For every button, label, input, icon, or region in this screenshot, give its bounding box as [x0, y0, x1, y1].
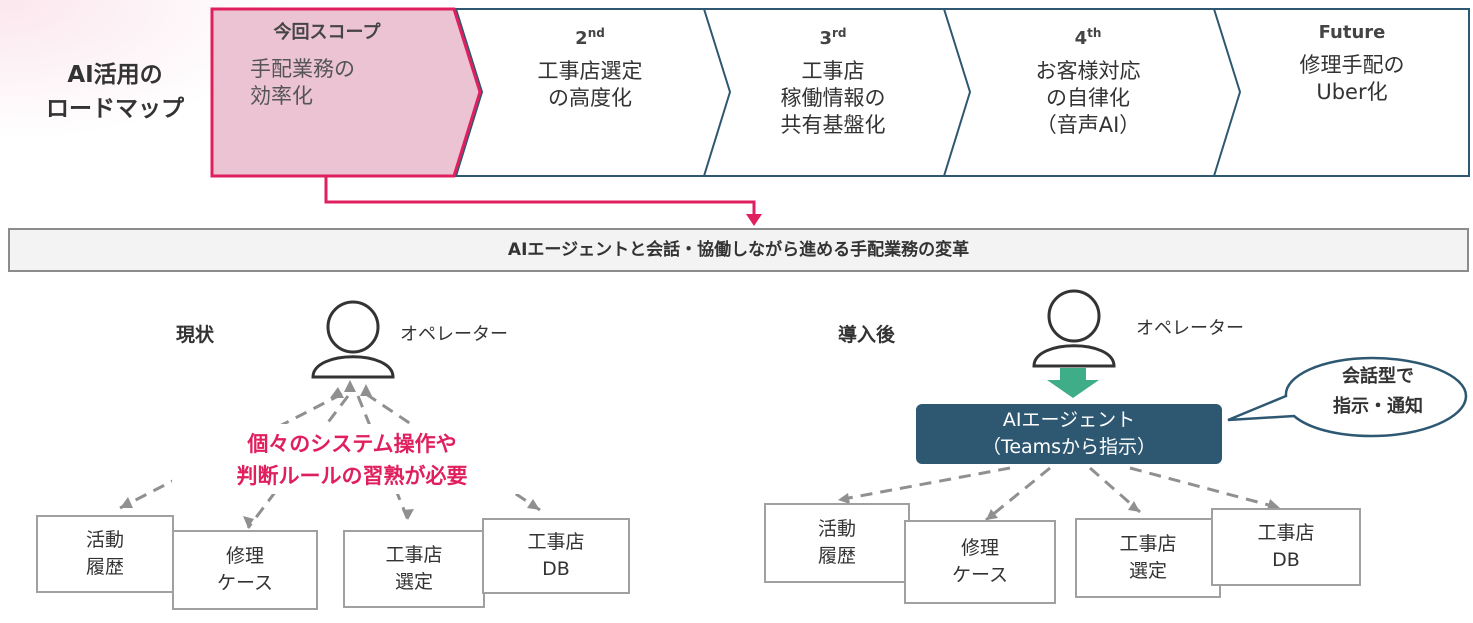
stage-2nd-suffix: nd: [587, 26, 605, 40]
system-label-line2: 選定: [1128, 560, 1167, 582]
stage-chevron-current: [210, 7, 482, 178]
green-down-arrow: [1047, 368, 1099, 398]
stage-4th-desc-line3: （音声AI）: [1035, 113, 1141, 137]
after-connectors: [837, 466, 1281, 522]
system-label-line1: 工事店: [527, 531, 585, 553]
after-operator-icon: [1032, 289, 1116, 368]
transformation-banner: AIエージェントと会話・協働しながら進める手配業務の変革: [8, 228, 1469, 272]
system-label-line2: 履歴: [817, 545, 856, 567]
stage-current-desc-line1: 手配業務の: [250, 57, 355, 81]
stage-3rd: 3rd 工事店 稼働情報の 共有基盤化: [728, 18, 938, 139]
current-state-label: 現状: [176, 324, 215, 346]
stage-3rd-number: 3: [819, 28, 832, 49]
system-label-line2: DB: [542, 558, 570, 580]
after-system-contractor-selection: 工事店 選定: [1075, 518, 1221, 598]
after-state-label: 導入後: [838, 324, 896, 346]
system-label-line2: ケース: [216, 572, 274, 594]
ai-agent-box: AIエージェント （Teamsから指示）: [914, 402, 1224, 466]
system-label-line1: 工事店: [1257, 522, 1315, 544]
roadmap-title: AI活用の ロードマップ: [30, 58, 200, 126]
after-operator-label: オペレーター: [1136, 318, 1244, 339]
stage-4th-desc-line2: の自律化: [1046, 86, 1130, 110]
stage-4th-desc-line1: お客様対応: [1035, 59, 1141, 83]
stage-3rd-desc-line3: 共有基盤化: [780, 113, 886, 137]
stage-future: Future 修理手配の Uber化: [1238, 18, 1466, 106]
scope-connector: [324, 176, 756, 218]
roadmap-title-line2: ロードマップ: [46, 96, 184, 122]
roadmap-title-line1: AI活用の: [67, 62, 163, 88]
stage-current: 今回スコープ 手配業務の 効率化: [212, 18, 442, 110]
current-system-repair-case: 修理 ケース: [172, 530, 318, 610]
system-label-line1: 修理: [225, 545, 264, 567]
stage-2nd-number: 2: [575, 28, 588, 49]
system-label-line2: DB: [1272, 549, 1300, 571]
stage-future-number: Future: [1318, 22, 1386, 43]
callout-backdrop: [172, 424, 534, 494]
operator-icon: [311, 300, 395, 379]
stage-3rd-desc-line1: 工事店: [801, 59, 865, 83]
current-operator-label: オペレーター: [400, 324, 508, 345]
system-label-line2: 選定: [394, 571, 433, 593]
bubble-line1: 会話型で: [1342, 366, 1414, 387]
conversation-bubble-text: 会話型で 指示・通知: [1288, 362, 1468, 422]
speech-bubble: [1227, 356, 1468, 438]
after-system-contractor-db: 工事店 DB: [1211, 508, 1361, 586]
system-label-line1: 工事店: [385, 544, 443, 566]
stage-future-desc-line1: 修理手配の: [1299, 53, 1405, 77]
stage-future-desc-line2: Uber化: [1316, 80, 1388, 104]
skill-requirement-callout: 個々のシステム操作や 判断ルールの習熟が必要: [164, 428, 540, 492]
stage-2nd-desc-line1: 工事店選定: [537, 59, 643, 83]
system-label-line1: 修理: [960, 537, 999, 559]
current-arrowheads: [120, 380, 540, 528]
stage-4th: 4th お客様対応 の自律化 （音声AI）: [968, 18, 1208, 139]
after-arrowheads: [838, 493, 1280, 520]
current-system-activity-history: 活動 履歴: [36, 515, 174, 593]
stage-current-desc-line2: 効率化: [250, 84, 313, 108]
stage-3rd-suffix: rd: [832, 26, 847, 40]
stage-4th-number: 4: [1074, 28, 1088, 49]
after-system-activity-history: 活動 履歴: [764, 503, 910, 583]
ai-agent-title: AIエージェント: [1002, 409, 1136, 431]
scope-connector-arrowhead: [746, 214, 762, 226]
current-system-contractor-db: 工事店 DB: [482, 518, 630, 594]
system-label-line2: 履歴: [85, 556, 124, 578]
system-label-line1: 工事店: [1119, 533, 1177, 555]
stage-3rd-desc-line2: 稼働情報の: [780, 86, 886, 110]
stage-4th-suffix: th: [1087, 26, 1102, 40]
callout-line1: 個々のシステム操作や: [247, 432, 457, 456]
stage-chevron-2nd: [454, 8, 732, 177]
system-label-line1: 活動: [85, 529, 124, 551]
stage-2nd: 2nd 工事店選定 の高度化: [480, 18, 700, 112]
system-label-line1: 活動: [817, 518, 856, 540]
ai-agent-subtitle: （Teamsから指示）: [981, 436, 1157, 458]
stage-current-label: 今回スコープ: [273, 22, 381, 43]
system-label-line2: ケース: [951, 564, 1009, 586]
stage-2nd-desc-line2: の高度化: [548, 86, 632, 110]
bubble-line2: 指示・通知: [1333, 396, 1423, 417]
after-system-repair-case: 修理 ケース: [904, 520, 1056, 604]
callout-line2: 判断ルールの習熟が必要: [236, 464, 468, 488]
